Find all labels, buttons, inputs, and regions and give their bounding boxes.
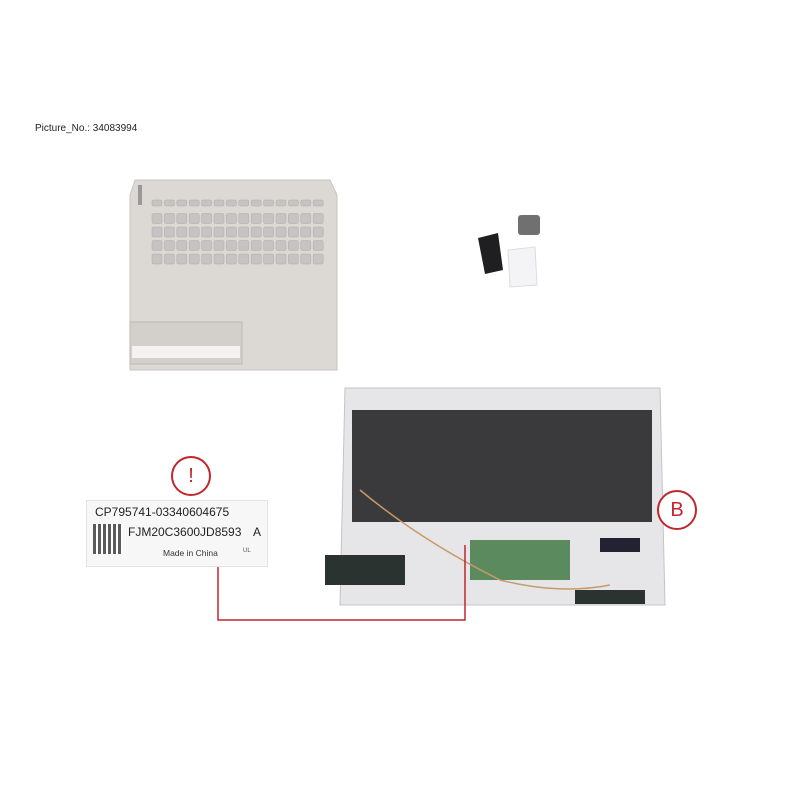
part-number: CP795741-03340604675 xyxy=(95,505,230,519)
key xyxy=(164,240,175,251)
key xyxy=(250,240,262,251)
key xyxy=(263,226,274,238)
key xyxy=(213,253,225,265)
key xyxy=(201,226,212,238)
key xyxy=(151,253,163,265)
key xyxy=(312,226,324,238)
key xyxy=(176,240,188,251)
key xyxy=(263,240,274,251)
key xyxy=(300,199,312,207)
key xyxy=(188,240,200,251)
key xyxy=(250,199,262,207)
key xyxy=(238,226,250,238)
key xyxy=(188,213,200,224)
key xyxy=(151,199,163,207)
key xyxy=(288,199,299,207)
key xyxy=(275,226,287,238)
key xyxy=(300,240,312,251)
key xyxy=(213,240,225,251)
key xyxy=(238,240,250,251)
key xyxy=(151,213,163,224)
key xyxy=(188,199,200,207)
brand-logo xyxy=(138,185,142,205)
key xyxy=(176,226,188,238)
key xyxy=(164,199,175,207)
palmrest-keyboard-top xyxy=(129,179,338,371)
palmrest-bottom-view xyxy=(325,387,666,606)
key xyxy=(238,253,250,265)
key xyxy=(164,253,175,265)
key xyxy=(288,253,299,265)
key xyxy=(201,253,212,265)
key xyxy=(300,253,312,265)
key xyxy=(275,199,287,207)
key xyxy=(263,253,274,265)
key xyxy=(226,253,237,265)
key xyxy=(312,199,324,207)
key xyxy=(263,199,274,207)
key xyxy=(238,199,250,207)
key xyxy=(300,226,312,238)
key xyxy=(275,240,287,251)
key xyxy=(238,213,250,224)
key xyxy=(312,253,324,265)
key xyxy=(300,213,312,224)
serial-number: FJM20C3600JD8593 xyxy=(128,525,242,539)
key xyxy=(226,240,237,251)
key xyxy=(201,199,212,207)
key xyxy=(250,253,262,265)
callout-line xyxy=(217,545,466,621)
key xyxy=(164,213,175,224)
origin: Made in China xyxy=(163,548,218,558)
key xyxy=(288,213,299,224)
key xyxy=(312,213,324,224)
qr-code xyxy=(93,524,123,554)
key xyxy=(188,253,200,265)
part-label: CP795741-03340604675 FJM20C3600JD8593 A … xyxy=(86,500,268,567)
key xyxy=(213,199,225,207)
key xyxy=(176,199,188,207)
cert-mark: UL xyxy=(243,548,251,554)
revision: A xyxy=(253,525,262,539)
key xyxy=(288,226,299,238)
key xyxy=(226,226,237,238)
key xyxy=(151,226,163,238)
key xyxy=(275,253,287,265)
key xyxy=(226,213,237,224)
key xyxy=(250,226,262,238)
key xyxy=(213,213,225,224)
key xyxy=(176,253,188,265)
view-b-marker: B xyxy=(657,490,697,530)
accessory-parts xyxy=(478,215,540,288)
picture-number: Picture_No.: 34083994 xyxy=(35,123,138,134)
key xyxy=(226,199,237,207)
key xyxy=(151,240,163,251)
key xyxy=(164,226,175,238)
key xyxy=(312,240,324,251)
key xyxy=(201,213,212,224)
key xyxy=(275,213,287,224)
key xyxy=(288,240,299,251)
warning-marker: ! xyxy=(171,456,211,496)
key xyxy=(176,213,188,224)
key xyxy=(250,213,262,224)
key xyxy=(213,226,225,238)
key xyxy=(188,226,200,238)
key xyxy=(263,213,274,224)
key xyxy=(201,240,212,251)
